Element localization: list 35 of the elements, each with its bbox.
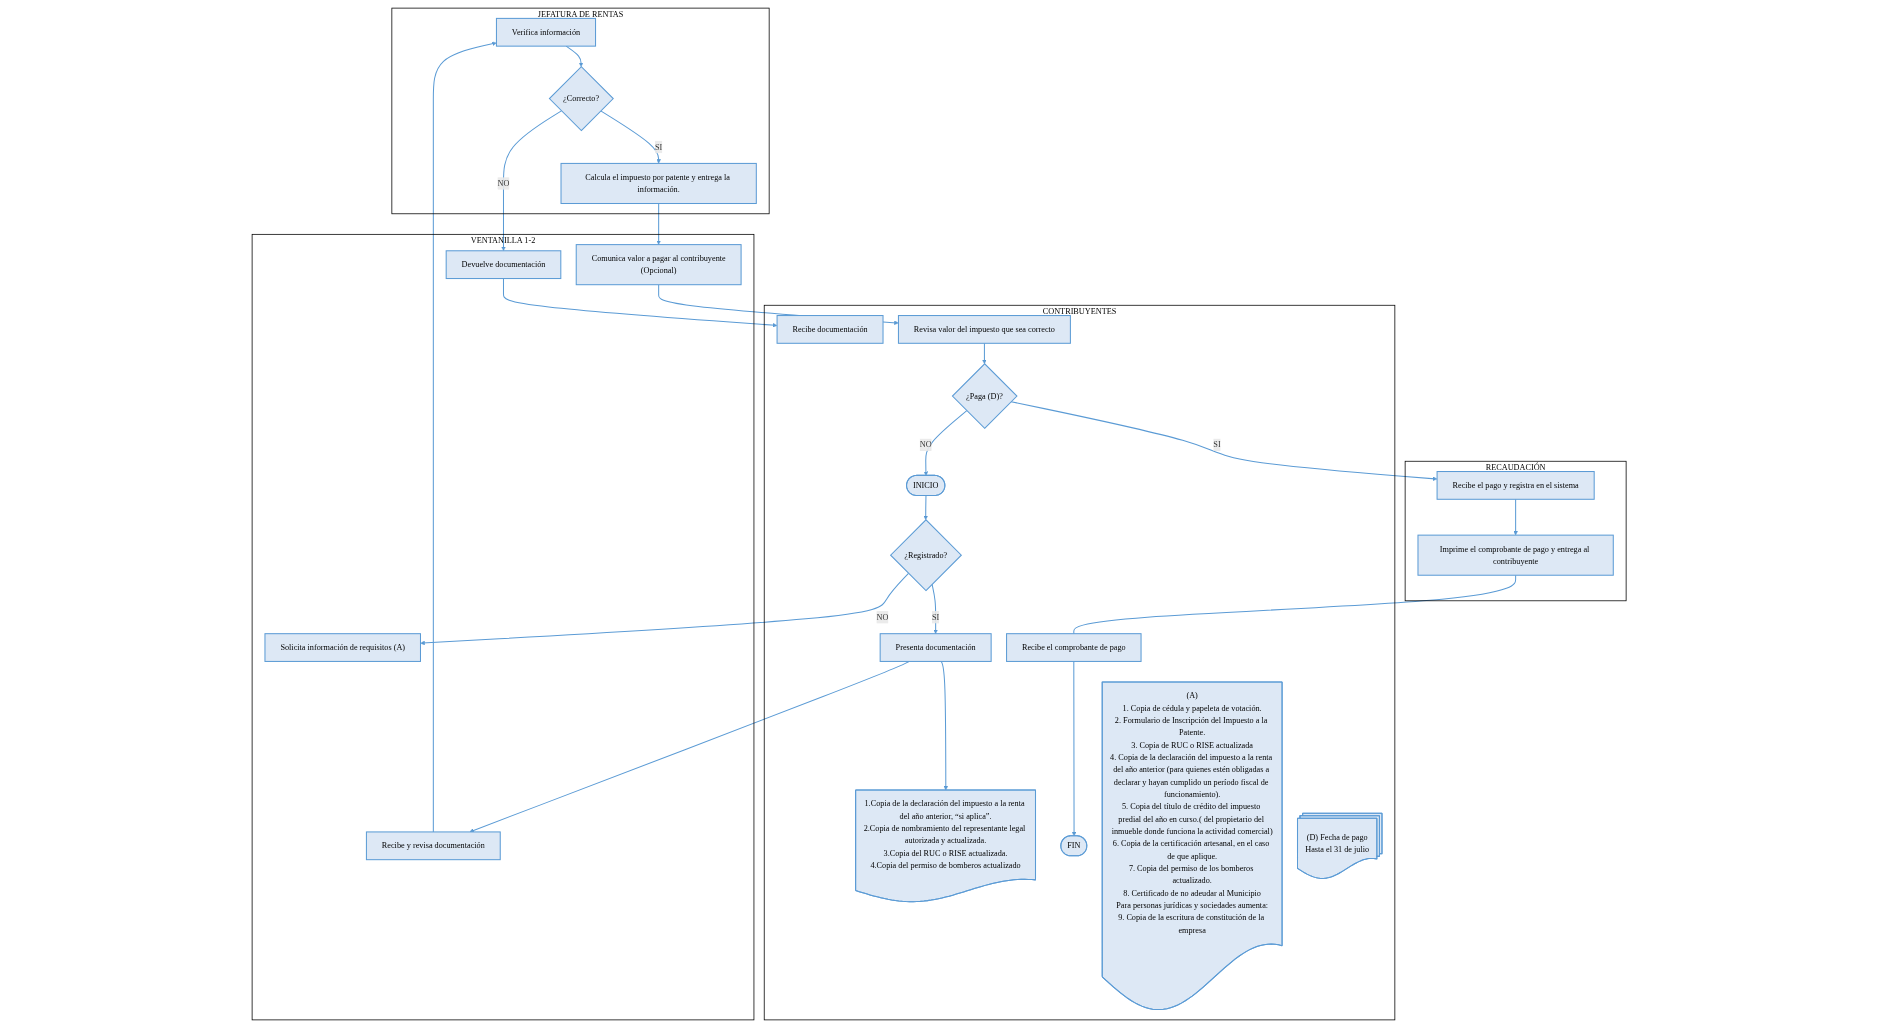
arrow (1513, 498, 1518, 535)
node-box: Comunica valor a pagar al contribuyente (Opcional) (575, 243, 742, 285)
arrow (656, 202, 661, 245)
connector (1073, 574, 1516, 634)
arrow (469, 660, 910, 833)
node-box: Imprime el comprobante de pago y entrega al contribuyente (1417, 534, 1614, 576)
node-box: Calcula el impuesto por patente y entrega la información. (560, 162, 757, 204)
arrow (923, 409, 968, 476)
node-box: Solicita información de requisitos (A) (264, 632, 421, 662)
arrow (982, 342, 987, 364)
node-box: Recibe documentación (776, 314, 884, 344)
node-box: Verifica información (495, 17, 596, 47)
arrow (600, 109, 661, 164)
edge-label: SI (1213, 439, 1221, 449)
node-box: Revisa valor del impuesto que sea correcto (897, 314, 1071, 344)
edge-label: NO (876, 612, 889, 621)
node-box: Presenta documentación (879, 632, 992, 662)
node-box: Devuelve documentación (445, 249, 562, 279)
edge-label: NO (497, 178, 510, 188)
node-box: Recibe el pago y registra en el sistema (1436, 470, 1595, 500)
arrow (432, 41, 497, 832)
node-diamond: ¿Paga (D)? (951, 362, 1018, 429)
arrow (420, 572, 909, 645)
arrow (940, 660, 948, 790)
node-box: Recibe el comprobante de pago (1005, 632, 1142, 662)
node-box: Recibe y revisa documentación (365, 830, 501, 860)
edge-label: SI (931, 612, 940, 621)
arrow (501, 109, 562, 251)
arrow (1071, 660, 1077, 836)
arrow (565, 45, 584, 67)
edge-label: NO (919, 439, 932, 449)
node-diamond: ¿Registrado? (889, 518, 962, 591)
node-diamond: ¿Correcto? (548, 65, 614, 131)
edge-label: SI (654, 141, 663, 151)
arrow (923, 494, 928, 520)
